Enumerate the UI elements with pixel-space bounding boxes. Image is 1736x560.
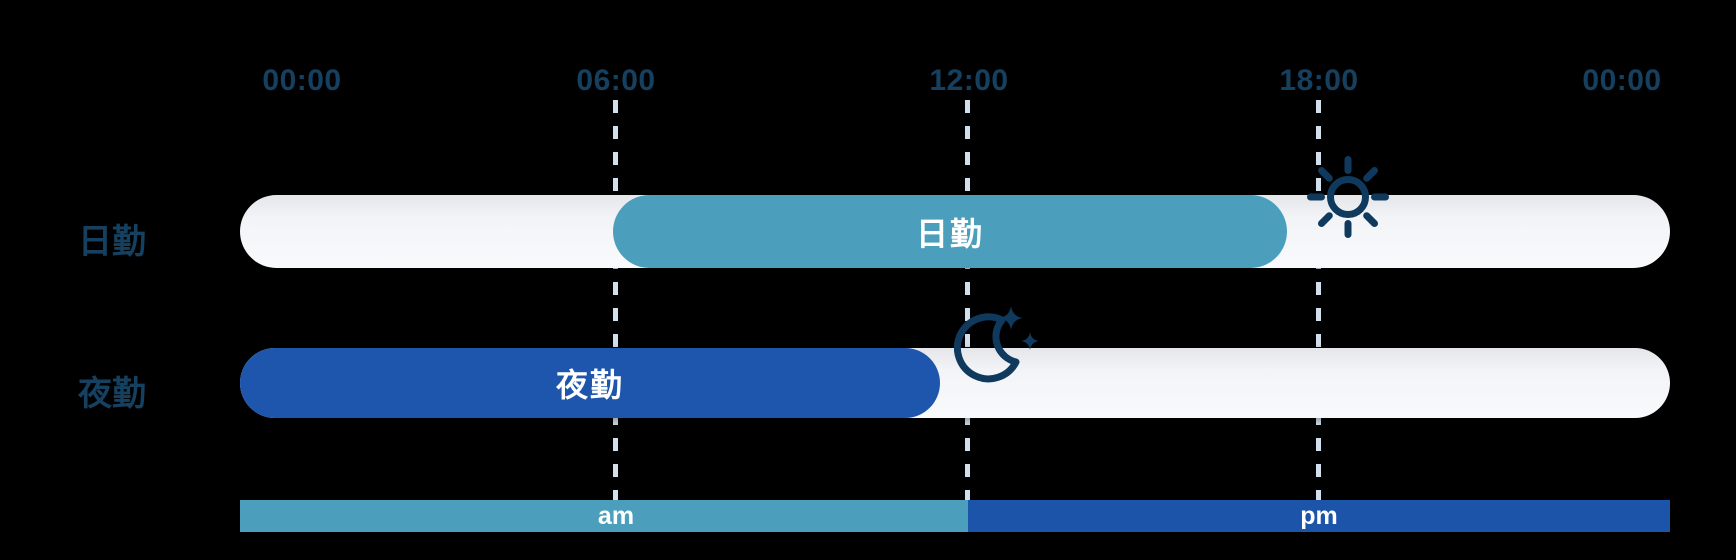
tick-label-1800: 18:00	[1279, 64, 1359, 97]
tick-label-0600: 06:00	[576, 64, 656, 97]
tick-label-0000-left: 00:00	[262, 64, 342, 97]
day-shift-bar: 日勤	[613, 195, 1287, 268]
axis-label-am: am	[597, 502, 635, 530]
gridline-1800	[1316, 100, 1321, 500]
row-label-night-shift: 夜勤	[78, 375, 146, 413]
tick-label-0000-right: 00:00	[1582, 64, 1662, 97]
axis-segment-am	[240, 500, 968, 532]
day-shift-bar-label: 日勤	[915, 215, 984, 252]
axis-label-pm: pm	[1300, 502, 1338, 530]
night-shift-bar-label: 夜勤	[555, 367, 624, 403]
moon-stars-icon	[954, 306, 1039, 383]
row-label-day-shift: 日勤	[78, 223, 146, 261]
tick-label-1200: 12:00	[929, 64, 1009, 97]
axis-segment-pm	[968, 500, 1670, 532]
night-shift-bar: 夜勤	[240, 348, 940, 418]
gridline-0600	[613, 100, 618, 500]
sun-icon	[1307, 156, 1389, 238]
gridline-1200	[965, 100, 970, 500]
